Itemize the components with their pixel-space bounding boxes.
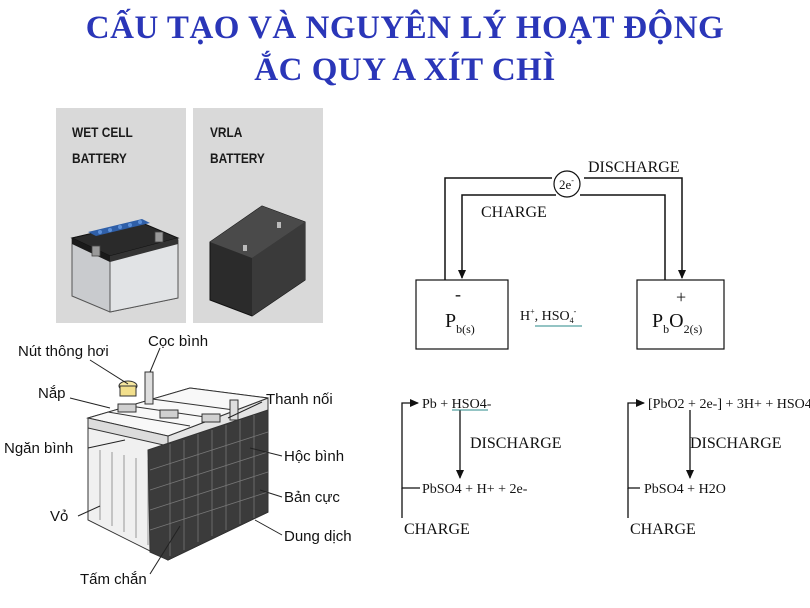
wet-cell-label-2: BATTERY (72, 150, 127, 166)
label-case: Vỏ (50, 508, 68, 525)
neg-reaction-top: Pb + HSO4- (422, 397, 492, 412)
label-plate: Bản cực (284, 489, 340, 506)
label-vent-cap: Nút thông hơi (18, 343, 109, 360)
label-connector: Thanh nối (266, 391, 333, 408)
circuit-diagram (415, 170, 725, 350)
pos-reaction-discharge: DISCHARGE (690, 435, 782, 452)
negative-sign: - (455, 284, 461, 304)
pos-reaction-charge: CHARGE (630, 521, 696, 538)
wet-cell-battery-image (70, 219, 180, 313)
label-container: Hộc bình (284, 448, 344, 465)
pos-reaction-bottom: PbSO4 + H2O (644, 482, 726, 497)
label-lid: Nắp (38, 385, 66, 402)
page-subtitle: ẮC QUY A XÍT CHÌ (254, 52, 556, 88)
vrla-label-2: BATTERY (210, 150, 265, 166)
label-separator: Tấm chắn (80, 571, 147, 588)
electron-label: 2e- (559, 176, 574, 192)
electrolyte-label: H+, HSO4- (520, 307, 577, 325)
neg-reaction-bottom: PbSO4 + H+ + 2e- (422, 482, 528, 497)
vrla-battery-image (209, 205, 306, 317)
negative-electrode-label: Pb(s) (445, 310, 475, 336)
label-cell: Ngăn bình (4, 440, 73, 457)
page-title: CẤU TẠO VÀ NGUYÊN LÝ HOẠT ĐỘNG (85, 10, 725, 46)
vrla-label-1: VRLA (210, 124, 243, 140)
wet-cell-label-1: WET CELL (72, 124, 133, 140)
circuit-charge-label: CHARGE (481, 204, 547, 221)
neg-reaction-discharge: DISCHARGE (470, 435, 562, 452)
battery-cutaway (86, 371, 269, 561)
label-leaders (69, 347, 283, 575)
positive-sign: + (676, 287, 686, 307)
label-terminal: Cọc bình (148, 333, 208, 350)
pos-reaction-top: [PbO2 + 2e-] + 3H+ + HSO4- (648, 397, 810, 412)
circuit-discharge-label: DISCHARGE (588, 159, 680, 176)
positive-electrode-label: PbO2(s) (652, 310, 702, 336)
label-electrolyte: Dung dịch (284, 528, 352, 545)
neg-reaction-charge: CHARGE (404, 521, 470, 538)
reaction-cycles (401, 399, 694, 518)
